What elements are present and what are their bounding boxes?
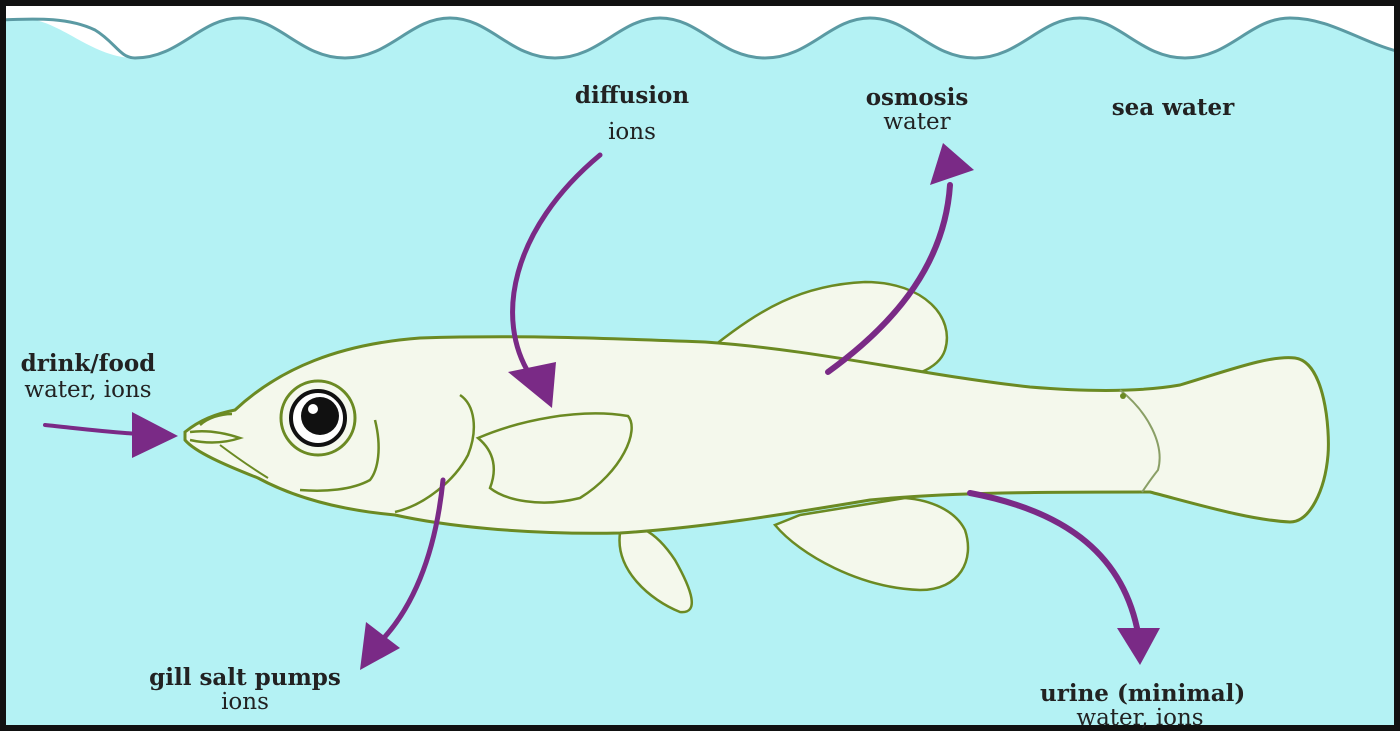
label-drink-food: drink/food water, ions: [8, 352, 168, 402]
label-gill-salt-pumps-title: gill salt pumps: [140, 666, 350, 689]
label-urine-title: urine (minimal): [1040, 682, 1240, 705]
label-gill-salt-pumps: gill salt pumps ions: [140, 666, 350, 714]
eye-icon: [281, 381, 355, 455]
label-osmosis: osmosis water: [842, 86, 992, 134]
label-drink-food-title: drink/food: [8, 352, 168, 375]
label-diffusion: diffusion ions: [552, 84, 712, 144]
label-urine: urine (minimal) water, ions: [1040, 682, 1240, 730]
label-drink-food-sub: water, ions: [8, 379, 168, 402]
label-osmosis-title: osmosis: [842, 86, 992, 109]
eye-highlight: [308, 404, 318, 414]
label-urine-sub: water, ions: [1040, 707, 1240, 730]
label-diffusion-sub: ions: [552, 121, 712, 144]
label-diffusion-title: diffusion: [552, 84, 712, 107]
label-gill-salt-pumps-sub: ions: [140, 691, 350, 714]
eye-pupil: [301, 397, 339, 435]
fish-tail-dot: [1120, 393, 1126, 399]
label-sea-water: sea water: [1088, 96, 1258, 119]
label-osmosis-sub: water: [842, 111, 992, 134]
label-sea-water-title: sea water: [1088, 96, 1258, 119]
